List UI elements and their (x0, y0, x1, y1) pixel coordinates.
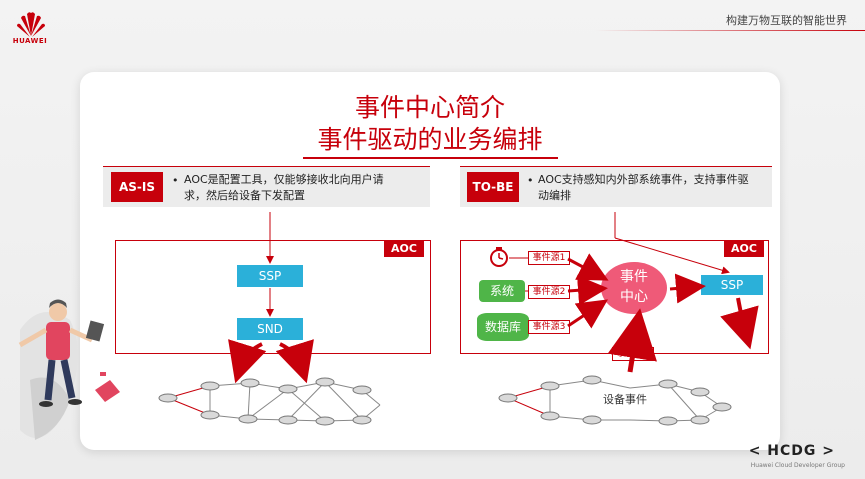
event-center-line2: 中心 (620, 289, 648, 305)
as-is-bullet: • (172, 174, 179, 187)
as-is-snd-node: SND (237, 318, 303, 340)
to-be-text-line1: AOC支持感知内外部系统事件，支持事件驱 (538, 173, 749, 186)
to-be-text-line2: 动编排 (538, 189, 571, 202)
slide-subtitle: 事件驱动的业务编排 (317, 125, 543, 154)
event-source-1-label: 事件源1 (528, 251, 570, 265)
as-is-aoc-box (115, 240, 431, 354)
event-source-3-label: 事件源3 (528, 320, 570, 334)
to-be-ssp-node: SSP (701, 275, 763, 295)
event-center-line1: 事件 (620, 269, 648, 285)
hcdg-logo: < HCDG > (748, 443, 835, 459)
as-is-ssp-node: SSP (237, 265, 303, 287)
slogan: 构建万物互联的智能世界 (726, 14, 847, 27)
brand-name: HUAWEI (12, 37, 48, 45)
to-be-tag: TO-BE (467, 172, 519, 202)
title-underline (303, 157, 558, 159)
as-is-aoc-label: AOC (384, 241, 424, 257)
as-is-tag: AS-IS (111, 172, 163, 202)
hcdg-subtitle: Huawei Cloud Developer Group (750, 462, 845, 469)
clock-icon (490, 247, 508, 267)
device-events-label: 设备事件 (603, 393, 647, 406)
as-is-text-line1: AOC是配置工具，仅能够接收北向用户请 (184, 173, 384, 186)
as-is-text-line2: 求，然后给设备下发配置 (184, 189, 305, 202)
to-be-bullet: • (527, 174, 534, 187)
huawei-logo (14, 10, 48, 50)
slogan-divider (595, 30, 865, 31)
system-source-node: 系统 (479, 280, 525, 302)
developer-illustration (18, 299, 120, 440)
to-be-aoc-label: AOC (724, 241, 764, 257)
slide-title: 事件中心简介 (354, 93, 505, 122)
event-center-node: 事件 中心 (601, 262, 667, 314)
database-source-node: 数据库 (477, 313, 529, 341)
